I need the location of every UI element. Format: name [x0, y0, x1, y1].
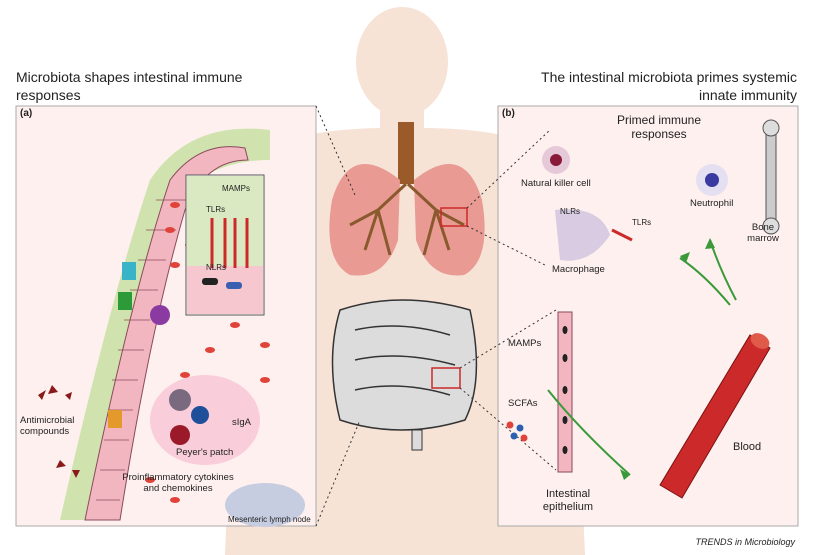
label-mamps-a: MAMPs [222, 184, 250, 193]
label-nlrs-a: NLRs [206, 263, 227, 272]
intestinal-epithelium-left [84, 146, 249, 521]
label-scfas: SCFAs [508, 398, 538, 409]
nlr-left-2 [226, 282, 242, 289]
label-antimicrobial: Antimicrobial compounds [20, 415, 75, 437]
nlr-left [202, 278, 218, 285]
paneth-cell [108, 410, 122, 428]
label-nk-cell: Natural killer cell [521, 178, 591, 189]
inset-cells [187, 266, 263, 314]
immune-cell [169, 389, 191, 411]
label-neutrophil: Neutrophil [690, 198, 734, 209]
arrowheads [620, 238, 715, 480]
goblet-cell [122, 262, 136, 280]
label-peyers-patch: Peyer's patch [176, 447, 234, 458]
intestine [331, 299, 478, 451]
nk-nucleus [550, 154, 562, 166]
label-intestinal-epithelium: Intestinal epithelium [542, 488, 594, 513]
label-siga: sIgA [232, 417, 252, 428]
panel-a-tag: (a) [20, 108, 33, 119]
label-macrophage: Macrophage [552, 264, 605, 275]
panel-b-box [497, 105, 799, 527]
neutrophil-nucleus [705, 173, 719, 187]
label-tlrs-b: TLRs [632, 218, 652, 227]
mesenteric-lymph-node [225, 483, 305, 527]
t-cell [170, 425, 190, 445]
label-blood: Blood [733, 441, 762, 453]
label-tlrs-a: TLRs [206, 205, 226, 214]
epithelium-column [557, 311, 573, 473]
left-title: Microbiota shapes intestinal immune resp… [16, 69, 243, 103]
panel-b-tag: (b) [502, 108, 515, 119]
label-bone-marrow: Bone marrow [747, 222, 779, 244]
b-cell [191, 406, 209, 424]
zoom-connectors [315, 105, 557, 527]
intestine-zoom-box [431, 367, 461, 389]
label-mamps-b: MAMPs [508, 338, 542, 349]
label-lymph-node: Mesenteric lymph node [228, 515, 311, 524]
macrophage-cell [555, 209, 610, 261]
label-primed: Primed immune responses [616, 113, 702, 141]
bone-marrow-bone [762, 119, 780, 235]
label-cytokines: Proinflammatory cytokines and chemokines [122, 472, 234, 494]
dendritic-cell [150, 305, 170, 325]
right-title: The intestinal microbiota primes systemi… [541, 69, 797, 103]
tlr-receptors-right [611, 228, 633, 242]
enteroendocrine-cell [118, 292, 132, 310]
blood-vessel [659, 333, 771, 499]
antimicrobial-triangles [38, 385, 80, 478]
tlr-receptors-left [210, 218, 249, 268]
lungs [329, 122, 485, 276]
scfa-dots [506, 421, 528, 442]
lung-zoom-box [440, 207, 468, 227]
label-nlrs-b: NLRs [560, 207, 581, 216]
credit-text: TRENDS in Microbiology [695, 537, 795, 547]
